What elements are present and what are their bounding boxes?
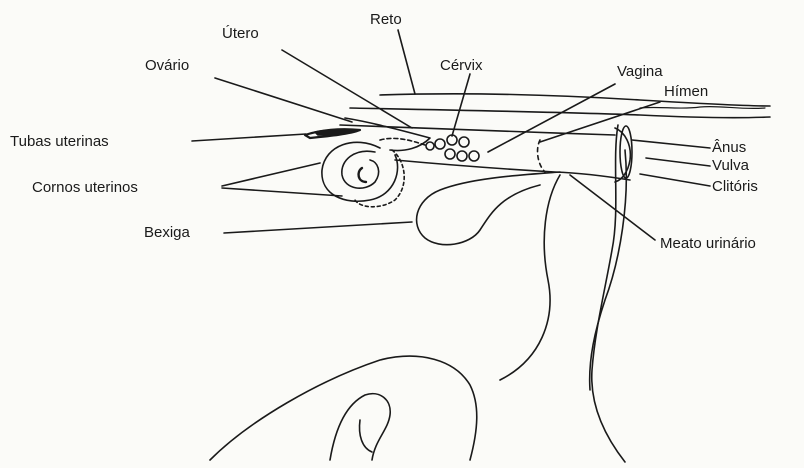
- leader-meato: [570, 175, 655, 240]
- vagina-lower-wall: [395, 160, 630, 180]
- cervix-ring: [459, 137, 469, 147]
- leader-ovario: [215, 78, 352, 122]
- belly-outline: [500, 175, 560, 380]
- uterine-horn-core: [359, 168, 366, 182]
- label-utero: Útero: [222, 26, 259, 41]
- label-reto: Reto: [370, 12, 402, 27]
- leader-tubas: [192, 134, 306, 141]
- cervix-ring: [469, 151, 479, 161]
- label-cornos: Cornos uterinos: [32, 180, 138, 195]
- uterus-dashed: [380, 138, 425, 145]
- label-anus: Ânus: [712, 140, 746, 155]
- label-bexiga: Bexiga: [144, 225, 190, 240]
- leader-clitoris: [640, 174, 710, 186]
- leader-utero: [282, 50, 412, 128]
- leader-vulva: [646, 158, 710, 166]
- leader-himen: [540, 102, 660, 142]
- cervix-ring: [426, 142, 434, 150]
- uterus-body: [345, 118, 430, 151]
- hind-leg-outline: [210, 356, 477, 460]
- teat-outline: [360, 420, 373, 452]
- leader-cervix: [452, 74, 470, 136]
- hymen-dashed: [538, 140, 545, 172]
- leader-bexiga: [224, 222, 412, 233]
- leader-cornos-1: [222, 163, 320, 186]
- cervix-ring: [435, 139, 445, 149]
- label-tubas: Tubas uterinas: [10, 134, 109, 149]
- label-meato: Meato urinário: [660, 236, 756, 251]
- bladder-outline: [417, 172, 560, 245]
- cervix-ring: [445, 149, 455, 159]
- label-cervix: Cérvix: [440, 58, 483, 73]
- rectum-wavy: [640, 107, 765, 109]
- label-ovario: Ovário: [145, 58, 189, 73]
- leader-cornos-2: [222, 188, 342, 196]
- label-clitoris: Clitóris: [712, 179, 758, 194]
- label-vagina: Vagina: [617, 64, 663, 79]
- label-vulva: Vulva: [712, 158, 749, 173]
- label-himen: Hímen: [664, 84, 708, 99]
- leader-anus: [632, 140, 710, 148]
- rectum-upper-wall: [380, 94, 770, 106]
- uterine-tube-fill: [315, 130, 355, 135]
- leader-reto: [398, 30, 415, 94]
- cervix-ring: [457, 151, 467, 161]
